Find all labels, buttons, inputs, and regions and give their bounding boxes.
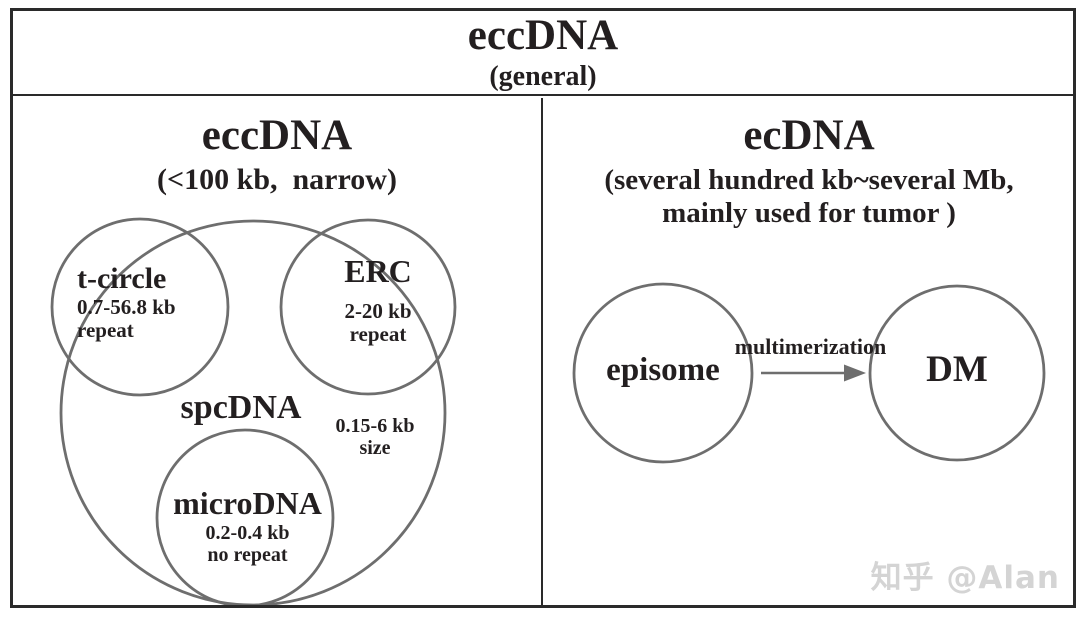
right-subtitle-line1: (several hundred kb~several Mb, bbox=[604, 164, 1014, 196]
panel-ecdna: ecDNA (several hundred kb~several Mb, ma… bbox=[545, 98, 1073, 605]
header-box: eccDNA (general) bbox=[13, 11, 1073, 96]
diagram-frame: eccDNA (general) eccDNA (<100 kb, narrow… bbox=[10, 8, 1076, 608]
microdna-circle bbox=[155, 428, 335, 605]
ecdna-diagram bbox=[572, 282, 1046, 464]
dm-circle bbox=[868, 284, 1046, 462]
dm-label: DM bbox=[926, 349, 988, 390]
panel-eccdna-narrow: eccDNA (<100 kb, narrow) t-circle 0.7-56… bbox=[13, 98, 543, 605]
erc-label-block: ERC 2-20 kb repeat bbox=[308, 255, 448, 345]
microdna-label-block: microDNA 0.2-0.4 kb no repeat bbox=[165, 487, 330, 567]
venn-diagram bbox=[50, 217, 457, 605]
spcdna-label: spcDNA bbox=[180, 389, 302, 426]
tcircle-circle bbox=[50, 217, 230, 397]
right-panel-titles: ecDNA (several hundred kb~several Mb, ma… bbox=[545, 98, 1073, 231]
episome-circle bbox=[572, 282, 754, 464]
multimerization-label: multimerization bbox=[734, 334, 887, 359]
right-subtitle-line2: mainly used for tumor ) bbox=[662, 197, 956, 230]
main-box: eccDNA (<100 kb, narrow) t-circle 0.7-56… bbox=[13, 98, 1073, 605]
microdna-label: microDNA bbox=[173, 485, 322, 521]
left-title: eccDNA bbox=[201, 112, 353, 159]
header-subtitle: (general) bbox=[489, 61, 597, 92]
spcdna-size-block: 0.15-6 kb size bbox=[325, 415, 425, 460]
microdna-size: 0.2-0.4 kb bbox=[205, 522, 290, 544]
header-title: eccDNA bbox=[467, 12, 619, 59]
tcircle-label: t-circle bbox=[77, 262, 167, 295]
spcdna-size-line2: size bbox=[359, 437, 391, 460]
tcircle-repeat: repeat bbox=[77, 317, 134, 342]
erc-size: 2-20 kb bbox=[344, 299, 412, 323]
right-title: ecDNA bbox=[743, 112, 875, 159]
tcircle-size: 0.7-56.8 kb bbox=[77, 295, 176, 319]
spcdna-size-line1: 0.15-6 kb bbox=[335, 415, 415, 437]
left-panel-titles: eccDNA (<100 kb, narrow) bbox=[13, 98, 541, 195]
multimerization-arrow-head bbox=[844, 364, 866, 382]
erc-label: ERC bbox=[344, 253, 412, 289]
tcircle-label-block: t-circle 0.7-56.8 kb repeat bbox=[77, 264, 227, 341]
microdna-repeat: no repeat bbox=[207, 544, 288, 567]
left-subtitle: (<100 kb, narrow) bbox=[157, 163, 397, 196]
erc-circle bbox=[279, 218, 457, 396]
spcdna-circle bbox=[59, 219, 447, 605]
episome-label: episome bbox=[606, 352, 720, 388]
watermark: 知乎 @Alan bbox=[870, 560, 1060, 596]
erc-repeat: repeat bbox=[349, 321, 407, 346]
